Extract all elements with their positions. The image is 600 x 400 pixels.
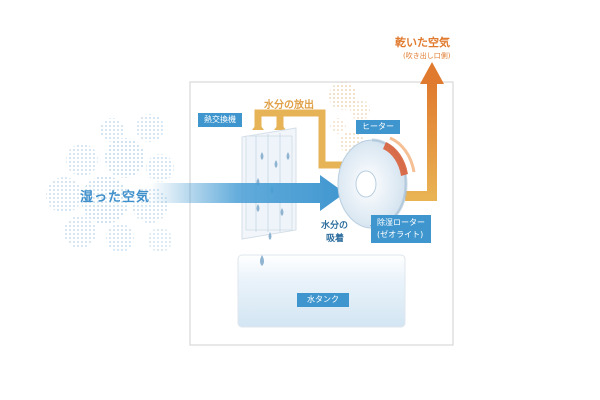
moisture-adsorption-label-1: 水分の (321, 221, 349, 231)
water-tank (237, 254, 406, 328)
rotor-tag: 除湿ローター (ゼオライト) (371, 215, 431, 243)
humid-air-label: 湿った空気 (80, 190, 151, 205)
duct-arrowhead (252, 122, 264, 130)
water-drops (256, 152, 290, 266)
heater-element (383, 142, 408, 176)
humid-air-arrow (150, 175, 345, 211)
rotor-tag-line1: 除湿ローター (377, 218, 425, 227)
heat-exchanger-tag: 熱交換機 (198, 113, 242, 127)
dry-air-duct (405, 82, 437, 201)
water-tank-tag: 水タンク (297, 293, 349, 307)
dry-air-label: 乾いた空気 (395, 36, 450, 49)
moisture-release-cloud (329, 82, 370, 155)
heater-tag: ヒーター (356, 120, 400, 134)
rotor-tag-line2: (ゼオライト) (377, 230, 424, 239)
dry-air-sublabel: (吹き出し口側) (403, 52, 451, 60)
dry-air-arrowhead (420, 62, 444, 84)
moisture-release-label: 水分の放出 (264, 100, 314, 111)
moisture-adsorption-label-2: 吸着 (326, 234, 345, 244)
